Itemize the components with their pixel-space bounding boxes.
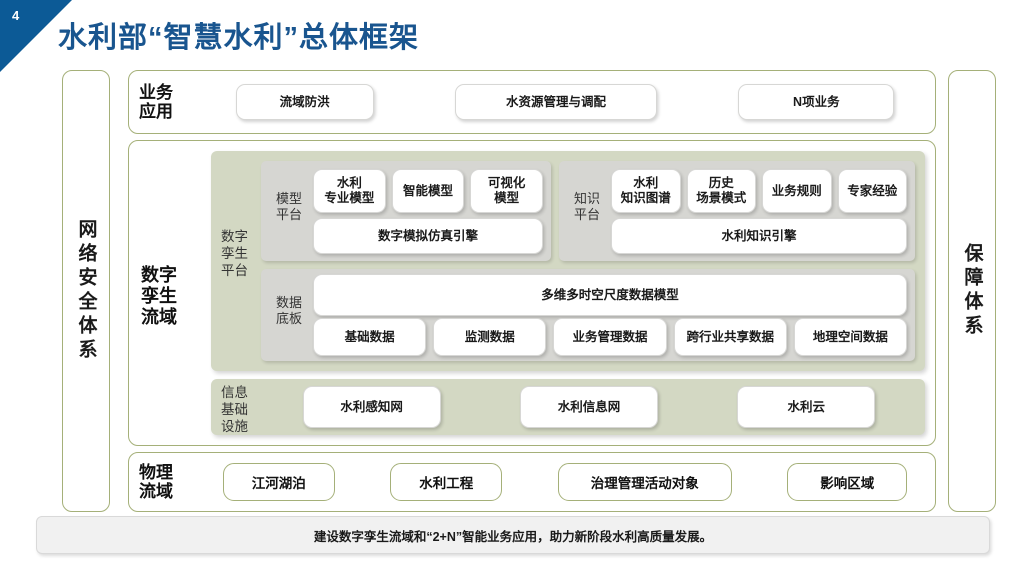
twin-label-line2: 孪生	[141, 286, 177, 307]
physical-label-line2: 流域	[139, 482, 173, 501]
knowledge-item-3-line1: 专家经验	[847, 183, 898, 198]
knowledge-item-2-line1: 业务规则	[771, 183, 822, 198]
data-board-panel: 数据 底板 多维多时空尺度数据模型 基础数据 监测数据 业务管理数据 跨行业共享…	[261, 269, 915, 361]
model-simulation-engine[interactable]: 数字模拟仿真引擎	[313, 218, 543, 254]
model-platform-label: 模型 平台	[269, 191, 309, 224]
infra-label-line1: 信息	[221, 385, 248, 400]
model-platform-panel: 模型 平台 水利 专业模型 智能模型	[261, 161, 551, 261]
infra-item-information-network[interactable]: 水利信息网	[519, 386, 658, 428]
physical-item-water-projects[interactable]: 水利工程	[390, 463, 503, 501]
physical-label-line1: 物理	[139, 462, 173, 482]
knowledge-item-knowledge-graph[interactable]: 水利 知识图谱	[611, 169, 681, 213]
databoard-label-line1: 数据	[275, 295, 302, 310]
framework-diagram: 网络安全体系 保障体系 业务 应用 流域防洪 水资源管理与调配 N项业务 数字 …	[36, 70, 996, 512]
data-item-basic[interactable]: 基础数据	[313, 318, 427, 356]
model-platform-items: 水利 专业模型 智能模型 可视化 模型	[313, 169, 544, 213]
corner-triangle-decoration	[0, 0, 72, 72]
knowledge-item-business-rules[interactable]: 业务规则	[762, 169, 832, 213]
platform-label-line1: 数字	[221, 229, 248, 244]
knowledge-item-1-line1: 历史	[708, 176, 734, 190]
knowledge-item-expert-experience[interactable]: 专家经验	[837, 169, 907, 213]
digital-twin-basin-label: 数字 孪生 流域	[141, 265, 201, 329]
infra-label-line3: 设施	[221, 418, 248, 434]
pillar-right-label: 保障体系	[961, 243, 983, 339]
pillar-support-system[interactable]: 保障体系	[948, 70, 996, 512]
twin-label-line1: 数字	[141, 265, 177, 285]
physical-basin-label: 物理 流域	[139, 463, 195, 501]
databoard-label-line2: 底板	[275, 311, 302, 327]
knowledge-item-0-line1: 水利	[633, 176, 659, 190]
model-item-0-line2: 专业模型	[324, 191, 375, 205]
pillar-left-label: 网络安全体系	[75, 219, 97, 363]
model-item-visualization-model[interactable]: 可视化 模型	[470, 169, 544, 213]
physical-item-affected-area[interactable]: 影响区域	[787, 463, 908, 501]
digital-twin-basin-band: 数字 孪生 流域 数字 孪生 平台 模型 平台 水利	[128, 140, 936, 446]
knowledge-label-line2: 平台	[573, 207, 600, 223]
infra-item-water-cloud[interactable]: 水利云	[737, 386, 876, 428]
model-item-intelligent-model[interactable]: 智能模型	[391, 169, 465, 213]
platform-label-line3: 平台	[221, 262, 248, 278]
digital-twin-platform-label: 数字 孪生 平台	[221, 229, 263, 280]
infra-label-line2: 基础	[221, 401, 248, 417]
data-item-monitoring[interactable]: 监测数据	[433, 318, 547, 356]
knowledge-item-1-line2: 场景模式	[696, 191, 747, 205]
knowledge-platform-panel: 知识 平台 水利 知识图谱 历史 场景模式	[559, 161, 915, 261]
digital-twin-platform-block: 数字 孪生 平台 模型 平台 水利 专业模型	[211, 151, 925, 371]
business-item-water-resource-management[interactable]: 水资源管理与调配	[454, 84, 657, 120]
knowledge-item-historical-scenario[interactable]: 历史 场景模式	[686, 169, 756, 213]
knowledge-platform-items: 水利 知识图谱 历史 场景模式 业务规则	[611, 169, 907, 213]
model-platform-engine-row: 数字模拟仿真引擎	[313, 218, 543, 254]
data-board-label: 数据 底板	[269, 295, 309, 328]
business-application-label: 业务 应用	[139, 83, 195, 121]
knowledge-platform-label: 知识 平台	[567, 191, 607, 224]
data-item-business-management[interactable]: 业务管理数据	[553, 318, 667, 356]
business-label-line2: 应用	[139, 102, 173, 121]
business-application-band: 业务 应用 流域防洪 水资源管理与调配 N项业务	[128, 70, 936, 134]
caption-bar: 建设数字孪生流域和“2+N”智能业务应用，助力新阶段水利高质量发展。	[36, 516, 990, 554]
infra-item-sensing-network[interactable]: 水利感知网	[302, 386, 441, 428]
business-item-n-services[interactable]: N项业务	[738, 84, 895, 120]
model-item-2-line1: 可视化	[487, 176, 526, 190]
physical-basin-band: 物理 流域 江河湖泊 水利工程 治理管理活动对象 影响区域	[128, 452, 936, 512]
data-item-cross-industry-shared[interactable]: 跨行业共享数据	[673, 318, 787, 356]
knowledge-label-line1: 知识	[573, 191, 600, 206]
information-infrastructure-label: 信息 基础 设施	[221, 385, 263, 436]
business-item-flood-control[interactable]: 流域防洪	[235, 84, 374, 120]
physical-item-rivers-lakes[interactable]: 江河湖泊	[222, 463, 335, 501]
page-title: 水利部“智慧水利”总体框架	[58, 22, 420, 54]
data-board-model-row: 多维多时空尺度数据模型	[313, 274, 907, 316]
business-label-line1: 业务	[139, 82, 173, 102]
knowledge-item-0-line2: 知识图谱	[620, 191, 671, 205]
data-board-items: 基础数据 监测数据 业务管理数据 跨行业共享数据 地理空间数据	[313, 318, 908, 356]
knowledge-platform-engine-row: 水利知识引擎	[611, 218, 907, 254]
model-item-1-line1: 智能模型	[403, 183, 454, 198]
model-item-2-line2: 模型	[494, 191, 520, 205]
pillar-network-security[interactable]: 网络安全体系	[62, 70, 110, 512]
model-item-0-line1: 水利	[336, 176, 362, 190]
information-infrastructure-block: 信息 基础 设施 水利感知网 水利信息网 水利云	[211, 379, 925, 435]
model-item-hydraulic-professional-model[interactable]: 水利 专业模型	[313, 169, 386, 213]
platform-label-line2: 孪生	[221, 245, 248, 261]
information-infrastructure-items: 水利感知网 水利信息网 水利云	[263, 386, 915, 428]
business-items: 流域防洪 水资源管理与调配 N项业务	[195, 71, 935, 133]
twin-label-line3: 流域	[141, 307, 177, 328]
page-number: 4	[12, 8, 20, 23]
data-item-geospatial[interactable]: 地理空间数据	[793, 318, 908, 356]
model-label-line1: 模型	[275, 191, 302, 206]
data-model-multidimensional[interactable]: 多维多时空尺度数据模型	[313, 274, 907, 316]
model-label-line2: 平台	[275, 207, 302, 223]
knowledge-engine[interactable]: 水利知识引擎	[611, 218, 907, 254]
physical-items: 江河湖泊 水利工程 治理管理活动对象 影响区域	[195, 453, 935, 511]
physical-item-governance-objects[interactable]: 治理管理活动对象	[557, 463, 732, 501]
